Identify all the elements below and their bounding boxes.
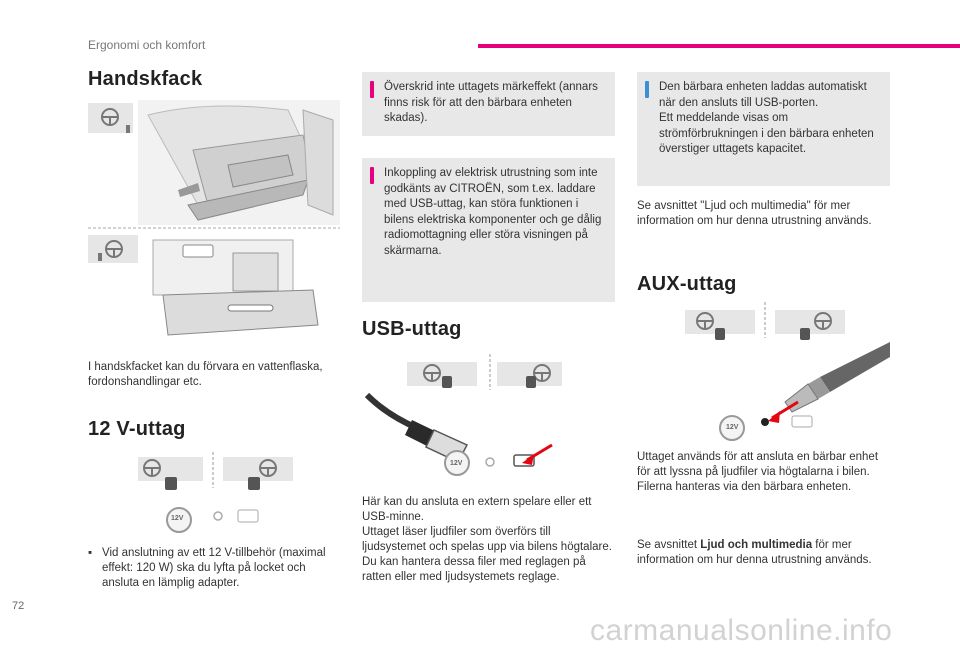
see-also-2-prefix: Se avsnittet <box>637 539 701 551</box>
aux-badge: 12V <box>726 424 739 431</box>
glovebox-illustration <box>88 100 340 336</box>
see-also-2-link: Ljud och multimedia <box>700 539 813 551</box>
glovebox-title: Handskfack <box>88 68 203 90</box>
usb-text-line-3: Du kan hantera dessa filer med reglagen … <box>362 556 586 583</box>
usb-text: Här kan du ansluta en extern spelare ell… <box>362 495 612 585</box>
warning-box-1: Överskrid inte uttagets märkeffekt (anna… <box>362 72 615 136</box>
aux-title: AUX-uttag <box>637 273 737 295</box>
watermark: carmanualsonline.info <box>590 614 893 647</box>
glovebox-open-image <box>88 100 340 225</box>
info-icon <box>645 81 649 98</box>
header-accent-bar <box>478 44 960 48</box>
socket12v-title: 12 V-uttag <box>88 418 186 440</box>
usb-text-line-2: Uttaget läser ljudfiler som överförs til… <box>362 526 612 553</box>
warning-text-1: Överskrid inte uttagets märkeffekt (anna… <box>384 81 598 124</box>
socket12v-bullet-text: Vid anslutning av ett 12 V-tillbehör (ma… <box>102 547 326 589</box>
usb-text-line-1: Här kan du ansluta en extern spelare ell… <box>362 496 592 523</box>
info-text-2: Ett meddelande visas om strömförbrukning… <box>659 112 874 155</box>
see-also-2: Se avsnittet Ljud och multimedia för mer… <box>637 538 892 568</box>
warning-box-2: Inkoppling av elektrisk utrustning som i… <box>362 158 615 302</box>
usb-title: USB-uttag <box>362 318 462 340</box>
socket12v-bullet: ▪ Vid anslutning av ett 12 V-tillbehör (… <box>88 546 343 591</box>
socket12v-illustration <box>138 452 293 533</box>
warning-icon <box>370 167 374 184</box>
page-number: 72 <box>12 600 25 612</box>
info-text-1: Den bärbara enheten laddas automatiskt n… <box>659 81 867 109</box>
section-label: Ergonomi och komfort <box>88 38 206 52</box>
see-also-2-suffix: för mer information om hur denna utrustn… <box>637 539 872 566</box>
info-box: Den bärbara enheten laddas automatiskt n… <box>637 72 890 186</box>
usb-badge: 12V <box>450 460 463 467</box>
warning-text-2: Inkoppling av elektrisk utrustning som i… <box>384 167 602 257</box>
aux-text: Uttaget används för att ansluta en bärba… <box>637 451 879 493</box>
see-also-1: Se avsnittet "Ljud och multimedia" för m… <box>637 200 872 227</box>
usb-illustration <box>364 354 562 476</box>
aux-illustration <box>685 302 890 441</box>
glovebox-text: I handskfacket kan du förvara en vattenf… <box>88 361 323 388</box>
warning-icon <box>370 81 374 98</box>
socket12v-badge: 12V <box>171 515 184 522</box>
bullet-icon: ▪ <box>88 547 93 559</box>
glovebox-closed-image <box>88 235 319 336</box>
